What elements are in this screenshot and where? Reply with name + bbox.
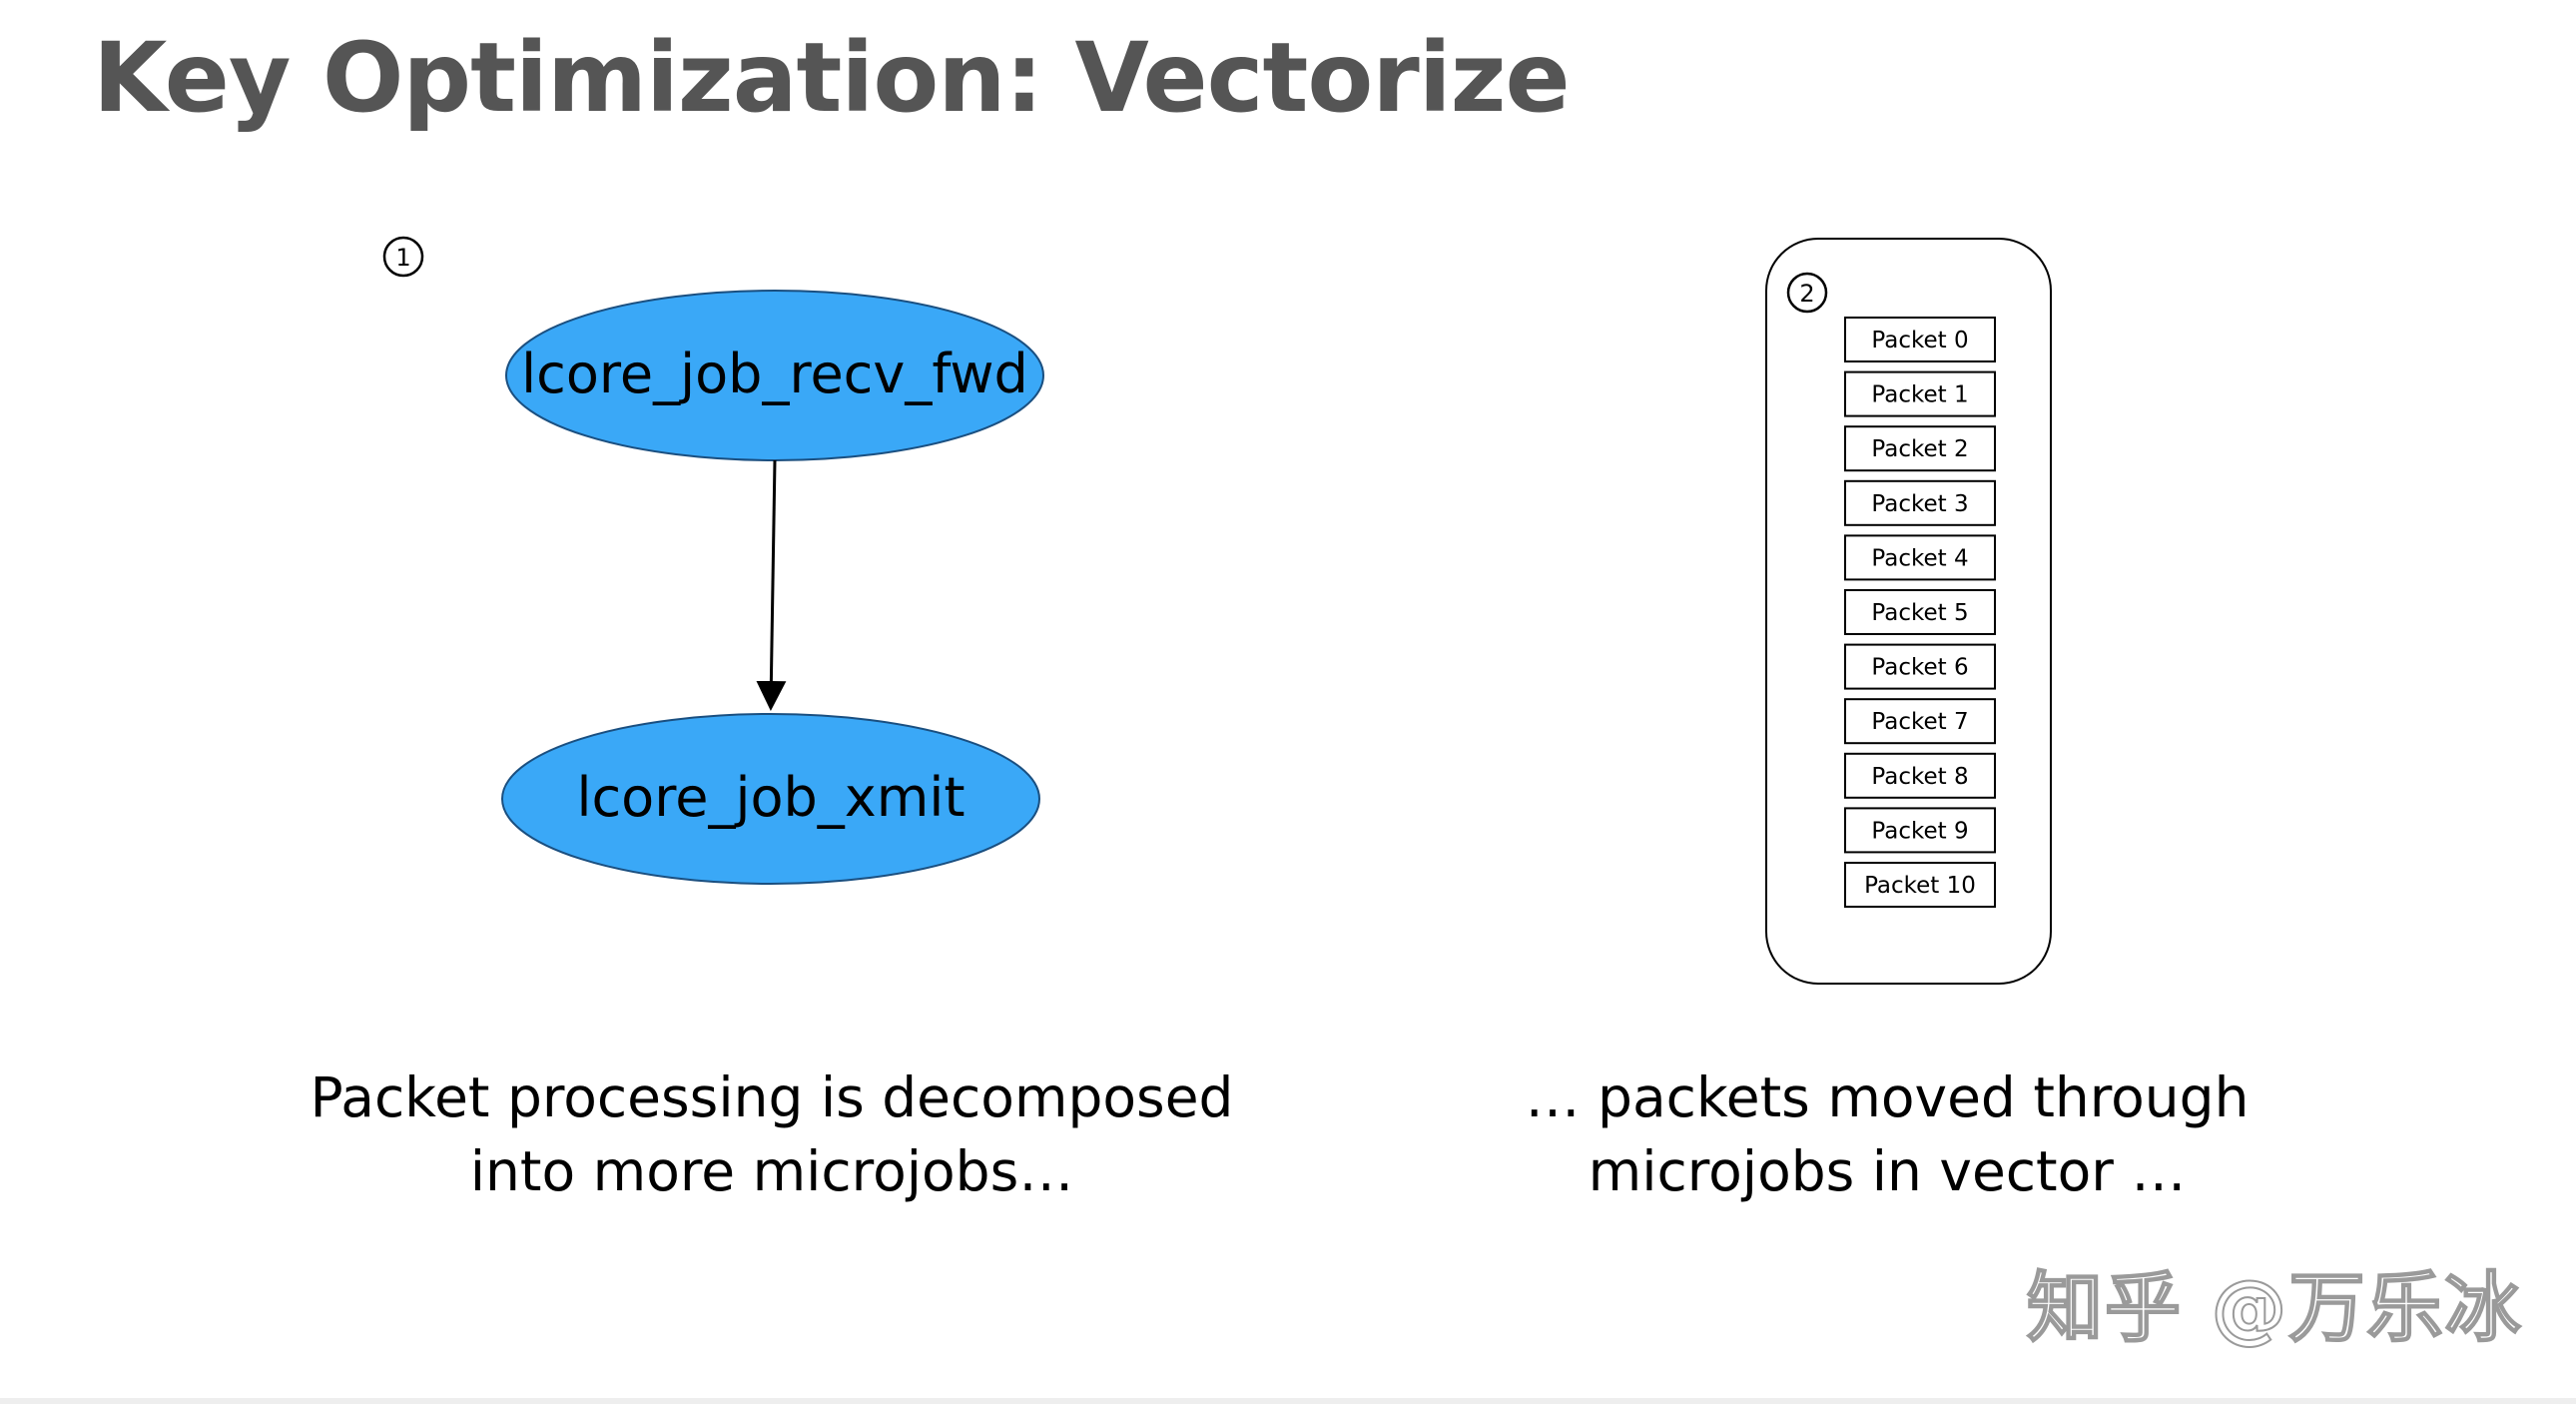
packet-box: Packet 0 xyxy=(1844,317,1996,362)
packet-box-border xyxy=(1844,589,1996,635)
packet-box: Packet 6 xyxy=(1844,643,1996,690)
packet-label: Packet 0 xyxy=(1871,328,1968,353)
packet-box: Packet 7 xyxy=(1844,698,1996,745)
panel-2-marker-label: 2 xyxy=(1799,280,1814,308)
packet-box-border xyxy=(1844,807,1996,854)
caption-left-line-1: Packet processing is decomposed xyxy=(310,1065,1234,1129)
node-xmit: lcore_job_xmit xyxy=(501,713,1040,885)
packet-label: Packet 1 xyxy=(1871,382,1968,408)
node-recv-fwd-label: lcore_job_recv_fwd xyxy=(521,343,1028,405)
packet-box: Packet 3 xyxy=(1844,479,1996,526)
node-recv-fwd: lcore_job_recv_fwd xyxy=(505,290,1044,461)
packet-box: Packet 8 xyxy=(1844,752,1996,799)
packet-box: Packet 4 xyxy=(1844,534,1996,581)
caption-left: Packet processing is decomposed into mor… xyxy=(273,1060,1271,1208)
packet-label: Packet 2 xyxy=(1871,436,1968,462)
packet-label: Packet 9 xyxy=(1871,818,1968,844)
watermark: 知乎 @万乐冰 xyxy=(2026,1262,2523,1353)
packet-box-border xyxy=(1844,698,1996,745)
packet-label: Packet 8 xyxy=(1871,764,1968,790)
panel-2-marker: 2 xyxy=(1786,272,1828,314)
packet-label: Packet 10 xyxy=(1864,873,1976,899)
packet-box-border xyxy=(1844,317,1996,362)
packet-box: Packet 10 xyxy=(1844,862,1996,908)
packet-label: Packet 7 xyxy=(1871,709,1968,735)
bottom-divider xyxy=(0,1398,2576,1404)
packet-label: Packet 4 xyxy=(1871,545,1968,571)
packet-label: Packet 6 xyxy=(1871,655,1968,681)
packet-box-border xyxy=(1844,479,1996,526)
slide-title: Key Optimization: Vectorize xyxy=(93,22,1571,134)
packet-box-border xyxy=(1844,862,1996,908)
edge-arrow xyxy=(756,459,787,711)
packet-list: Packet 0 Packet 1 Packet 2 Packet 3 Packet 4… xyxy=(1844,317,1996,908)
caption-right: … packets moved through microjobs in vec… xyxy=(1408,1060,2366,1208)
packet-box-border xyxy=(1844,752,1996,799)
packet-box-border xyxy=(1844,370,1996,417)
packet-box-border xyxy=(1844,425,1996,472)
packet-box: Packet 9 xyxy=(1844,807,1996,854)
packet-label: Packet 5 xyxy=(1871,600,1968,626)
packet-box: Packet 2 xyxy=(1844,425,1996,472)
caption-right-line-2: microjobs in vector … xyxy=(1588,1139,2187,1203)
packet-box: Packet 5 xyxy=(1844,589,1996,635)
packet-label: Packet 3 xyxy=(1871,491,1968,517)
packet-box: Packet 1 xyxy=(1844,370,1996,417)
panel-1-marker-label: 1 xyxy=(395,244,410,272)
panel-1-marker: 1 xyxy=(382,236,424,278)
node-xmit-label: lcore_job_xmit xyxy=(576,766,965,829)
packet-box-border xyxy=(1844,534,1996,581)
caption-left-line-2: into more microjobs… xyxy=(469,1139,1074,1203)
caption-right-line-1: … packets moved through xyxy=(1525,1065,2250,1129)
packet-box-border xyxy=(1844,643,1996,690)
